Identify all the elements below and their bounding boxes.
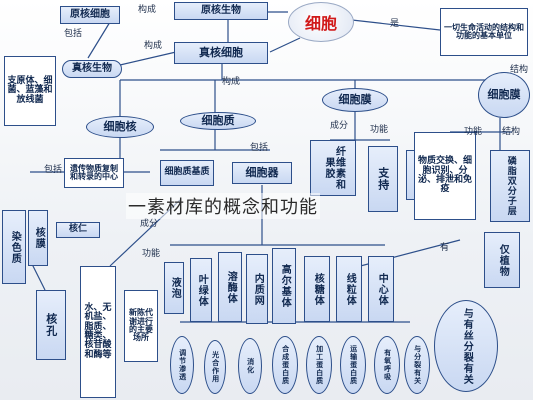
node-chloroplast: 叶绿体: [190, 258, 212, 322]
node-mito: 线粒体: [336, 256, 362, 322]
node-exchange: 物质交换、细胞识别、分泌、排泄和免疫: [414, 132, 476, 220]
node-eukaryotic-cell: 真核细胞: [174, 42, 268, 64]
edge-label-e14: 包括: [250, 143, 269, 153]
node-b2: 光合作用: [204, 340, 226, 394]
node-b3: 消化: [238, 338, 262, 394]
edge-label-e12: 成分: [140, 219, 159, 229]
edge-label-e7: 成分: [330, 121, 349, 131]
node-ribosome: 核糖体: [304, 256, 330, 322]
node-only-plant: 仅植物: [484, 232, 520, 288]
node-lysosome: 溶酶体: [218, 252, 242, 322]
edge-related: [344, 239, 461, 271]
edge-label-e9: 结构: [502, 127, 521, 137]
node-centriole: 中心体: [368, 256, 394, 322]
edge-label-e6: 结构: [510, 65, 529, 75]
title-cell-oval: 细胞: [288, 2, 354, 42]
edge-title-def: [351, 19, 441, 31]
edge-label-e2: 包括: [64, 29, 83, 39]
node-dna-center: 遗传物质复制和转录的中心: [64, 158, 124, 188]
edge-label-e11: 包括: [44, 165, 63, 175]
edge-title-eukaryotic: [269, 37, 301, 53]
node-cytosol: 细胞质基质: [160, 160, 214, 186]
node-b8: 与分裂有关: [404, 336, 430, 394]
node-metabolism: 新陈代谢进行的主要场所: [124, 290, 158, 362]
node-vacuole: 液泡: [164, 262, 184, 314]
edge-proto-support: [87, 21, 111, 59]
node-b7: 有氧呼吸: [374, 336, 400, 394]
node-support-list: 支原体、细菌、蓝藻和放线菌: [4, 56, 56, 126]
node-b1: 调节渗透: [170, 336, 194, 394]
node-phospholipid: 磷脂双分子层: [490, 150, 530, 222]
node-protokaryote: 原核生物: [174, 2, 268, 20]
edge-label-e4: 是: [390, 19, 400, 29]
edge-label-e5: 构成: [222, 77, 241, 87]
caption-overlay: 一素材库的概念和功能: [126, 193, 320, 219]
edge-label-e3: 构成: [144, 41, 163, 51]
node-top-definition: 一切生命活动的结构和功能的基本单位: [440, 8, 528, 56]
node-golgi: 高尔基体: [272, 248, 296, 324]
node-prokaryotic-cell: 原核细胞: [60, 6, 120, 24]
node-er: 内质网: [246, 254, 268, 324]
node-nucleolus: 核仁: [56, 222, 100, 238]
node-nucleus: 细胞核: [86, 116, 154, 138]
node-b4: 合成蛋白质: [272, 336, 298, 394]
node-b6: 运输蛋白质: [340, 336, 366, 394]
node-cytoplasm: 细胞质: [180, 112, 256, 130]
edge-euk-eukaryote: [119, 51, 177, 66]
node-eukaryote: 真核生物: [62, 60, 122, 78]
node-membrane: 细胞膜: [322, 88, 388, 112]
node-support2: 支持: [368, 146, 398, 212]
edge-label-e15: 有: [440, 243, 450, 253]
node-solution: 水、无机盐、脂质、糖类、核苷酸和酶等: [80, 266, 116, 398]
edge-label-e13: 功能: [142, 249, 161, 259]
node-b5: 加工蛋白质: [306, 336, 332, 394]
node-membrane-outer: 细胞膜: [478, 72, 530, 118]
node-organelle: 细胞器: [232, 162, 292, 184]
edge-label-e10: 功能: [464, 127, 483, 137]
node-chromatin: 染色质: [2, 210, 26, 284]
node-nuc-membrane: 核膜: [28, 210, 48, 266]
edge-label-e1: 构成: [138, 5, 157, 15]
edge-label-e8: 功能: [370, 125, 389, 135]
node-cellulose: 纤维素和果胶: [310, 140, 356, 196]
node-related: 与有丝分裂有关: [434, 300, 498, 392]
node-nuc-pore: 核孔: [36, 290, 66, 360]
